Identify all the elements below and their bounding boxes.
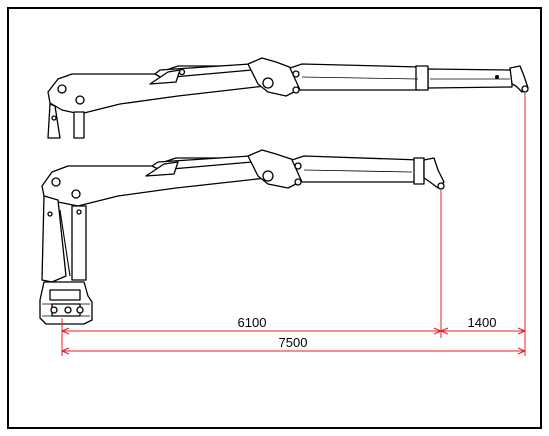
column-pin-upper (51, 115, 57, 121)
dimension-label-outer: 1400 (468, 315, 497, 330)
column-lower (41, 195, 67, 283)
crane-base (39, 281, 93, 325)
outer-boom-line-lower (303, 169, 413, 173)
crane-extended (47, 57, 529, 139)
arrow-outer-right (517, 327, 526, 335)
link-pin-upper-2 (292, 86, 300, 94)
arrow-inner-right (433, 327, 442, 335)
outer-boom-lower (291, 155, 421, 183)
pivot-pin-upper-2 (75, 95, 85, 105)
knuckle-pin-upper (262, 77, 274, 89)
column-pin-lower-2 (76, 209, 82, 215)
tip-pin-lower (437, 182, 445, 190)
arrow-total-right (517, 347, 526, 355)
column-pin-lower-1 (47, 211, 53, 217)
pivot-pin-lower-2 (71, 189, 81, 199)
knuckle-lower (247, 149, 303, 189)
link-pin-lower-2 (294, 178, 302, 186)
base-bolt-2 (64, 306, 72, 314)
arrow-outer-left (440, 327, 449, 335)
dimension-label-inner: 6100 (238, 315, 267, 330)
boom-bracket-lower (145, 161, 179, 177)
extension-pin-upper (495, 75, 499, 79)
telescope-sleeve-lower (413, 157, 425, 185)
link-pin-upper-1 (292, 70, 300, 78)
telescope-sleeve-upper (415, 65, 429, 91)
knuckle-pin-lower (262, 170, 274, 182)
dimension-lines (61, 93, 526, 356)
boom-bracket-upper (149, 69, 181, 85)
column-cylinder-lower (71, 205, 87, 281)
column-upper (47, 103, 61, 139)
column-cylinder-upper (73, 111, 85, 139)
dimension-label-total: 7500 (279, 335, 308, 350)
pivot-pin-lower-1 (51, 177, 61, 187)
crane-retracted (39, 149, 445, 325)
base-bolt-1 (50, 306, 58, 314)
arrow-total-left (61, 347, 70, 355)
arrow-inner-left (61, 327, 70, 335)
base-bolt-3 (76, 306, 84, 314)
pivot-pin-upper-1 (57, 84, 67, 94)
slewing-housing (49, 289, 81, 301)
knuckle-upper (247, 57, 301, 97)
tip-pin-upper (521, 85, 529, 93)
link-pin-lower-1 (294, 162, 302, 170)
outer-boom-line-upper (301, 76, 419, 80)
extension-upper (427, 68, 513, 89)
column-brace-lower (59, 209, 71, 277)
